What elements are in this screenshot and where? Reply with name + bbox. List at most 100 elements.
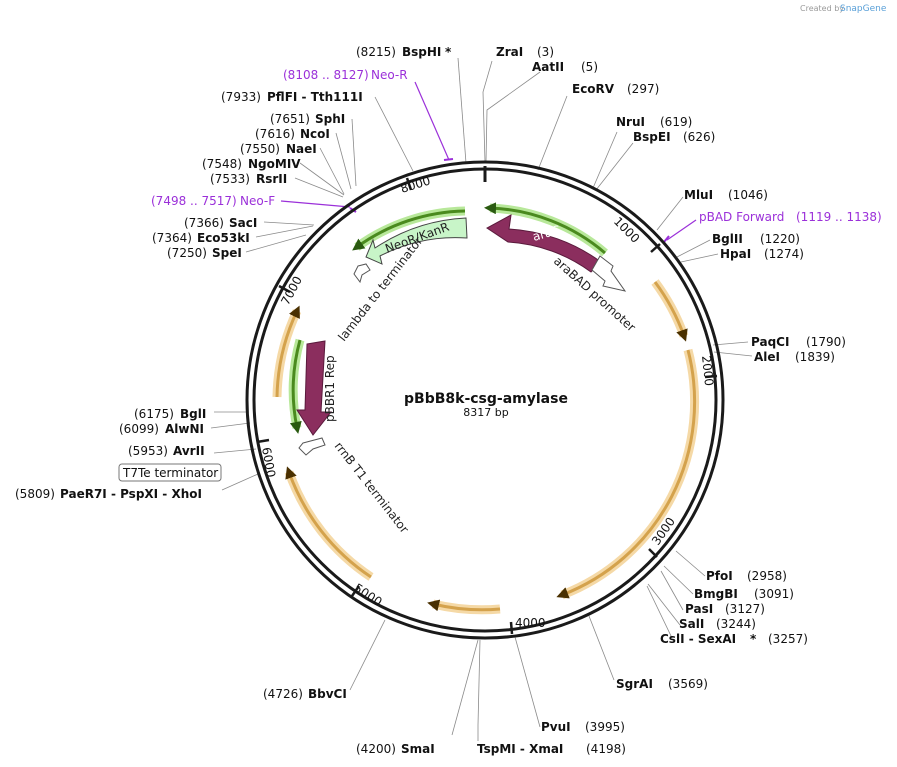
site-bbvci-name: BbvCI	[308, 687, 347, 701]
site-rsrii-pos: (7533)	[210, 172, 250, 186]
site-pflfi-pos: (7933)	[221, 90, 261, 104]
site-pfoi[interactable]: PfoI (2958)	[706, 569, 787, 583]
site-bglii-pos: (1220)	[760, 232, 800, 246]
site-rsrii[interactable]: (7533) RsrII	[210, 172, 287, 186]
site-saci-name: SacI	[229, 216, 257, 230]
site-saci[interactable]: (7366) SacI	[184, 216, 257, 230]
plasmid-size: 8317 bp	[463, 406, 508, 419]
site-bgli[interactable]: (6175) BglI	[134, 407, 206, 421]
site-eco53ki[interactable]: (7364) Eco53kI	[152, 231, 250, 245]
site-nrui[interactable]: NruI (619)	[616, 115, 692, 129]
site-saci-pos: (7366)	[184, 216, 224, 230]
site-spei-pos: (7250)	[167, 246, 207, 260]
site-bmgbi[interactable]: BmgBI (3091)	[694, 587, 794, 601]
site-zrai[interactable]: ZraI (3)	[496, 45, 554, 59]
site-mlui-name: MluI	[684, 188, 713, 202]
site-labels: (8215) BspHI * ZraI (3) AatII (5) EcoRV …	[15, 45, 846, 756]
site-bspei[interactable]: BspEI (626)	[633, 130, 715, 144]
site-mlui-pos: (1046)	[728, 188, 768, 202]
site-pvui-pos: (3995)	[585, 720, 625, 734]
site-zrai-name: ZraI	[496, 45, 523, 59]
ruler-label-5000: 5000	[351, 581, 384, 609]
site-sphi-pos: (7651)	[270, 112, 310, 126]
site-bbvci[interactable]: (4726) BbvCI	[263, 687, 347, 701]
ruler-label-6000: 6000	[259, 446, 278, 479]
primer-pbad-forward-range: (1119 .. 1138)	[796, 210, 882, 224]
arac-feature	[486, 214, 602, 273]
site-mlui[interactable]: MluI (1046)	[684, 188, 768, 202]
site-tspmi-xmai-name: TspMI - XmaI	[477, 742, 563, 756]
site-bsphi-mark: *	[445, 45, 452, 59]
green-arcs	[288, 202, 608, 434]
t7te-terminator-text: T7Te terminator	[122, 466, 218, 480]
site-pasi-pos: (3127)	[725, 602, 765, 616]
site-aatii[interactable]: AatII (5)	[532, 60, 598, 74]
site-paqci[interactable]: PaqCI (1790)	[751, 335, 846, 349]
site-zrai-pos: (3)	[537, 45, 554, 59]
rrnb-terminator-feature	[298, 437, 326, 456]
lambda-terminator-feature	[353, 263, 371, 284]
site-ngomiv[interactable]: (7548) NgoMIV	[202, 157, 301, 171]
primer-neo-r[interactable]: (8108 .. 8127) Neo-R	[283, 68, 408, 82]
site-bmgbi-name: BmgBI	[694, 587, 738, 601]
site-sali[interactable]: SalI (3244)	[679, 617, 756, 631]
site-bsphi-pos: (8215)	[356, 45, 396, 59]
primer-neo-f-range: (7498 .. 7517)	[151, 194, 237, 208]
site-spei[interactable]: (7250) SpeI	[167, 246, 242, 260]
site-smai[interactable]: (4200) SmaI	[356, 742, 435, 756]
site-ncoi[interactable]: (7616) NcoI	[255, 127, 330, 141]
site-pflfi-tth111i[interactable]: (7933) PflFI - Tth111I	[221, 90, 363, 104]
site-bsphi-name: BspHI	[402, 45, 441, 59]
site-alwni-name: AlwNI	[165, 422, 204, 436]
pbbr1-rep-label: pBBR1 Rep	[323, 355, 337, 422]
site-alei[interactable]: AleI (1839)	[754, 350, 835, 364]
site-ecorv[interactable]: EcoRV (297)	[572, 82, 659, 96]
site-ncoi-name: NcoI	[300, 127, 330, 141]
pbbr1-rep-feature	[296, 340, 333, 436]
site-paqci-pos: (1790)	[806, 335, 846, 349]
site-sphi[interactable]: (7651) SphI	[270, 112, 345, 126]
site-nrui-name: NruI	[616, 115, 645, 129]
site-bgli-name: BglI	[180, 407, 206, 421]
site-csli-sexai[interactable]: CslI - SexAI * (3257)	[660, 632, 808, 646]
site-bglii[interactable]: BglII (1220)	[712, 232, 800, 246]
ruler	[256, 177, 718, 635]
site-paer7i-pspxi-xhoi[interactable]: (5809) PaeR7I - PspXI - XhoI	[15, 487, 202, 501]
site-hpai-pos: (1274)	[764, 247, 804, 261]
site-naei[interactable]: (7550) NaeI	[240, 142, 317, 156]
site-bmgbi-pos: (3091)	[754, 587, 794, 601]
neor-kanr-feature	[365, 217, 468, 265]
site-avrii-name: AvrII	[173, 444, 205, 458]
site-ngomiv-name: NgoMIV	[248, 157, 301, 171]
rrnb-terminator-label: rrnB T1 terminator	[332, 439, 412, 536]
site-tspmi-xmai[interactable]: TspMI - XmaI (4198)	[477, 742, 626, 756]
site-alei-name: AleI	[754, 350, 780, 364]
site-hpai[interactable]: HpaI (1274)	[720, 247, 804, 261]
site-sphi-name: SphI	[315, 112, 345, 126]
site-pasi[interactable]: PasI (3127)	[685, 602, 765, 616]
snapgene-logo: SnapGene	[840, 4, 887, 14]
site-sgrai[interactable]: SgrAI (3569)	[616, 677, 708, 691]
site-naei-name: NaeI	[286, 142, 317, 156]
site-paqci-name: PaqCI	[751, 335, 789, 349]
site-avrii[interactable]: (5953) AvrII	[128, 444, 205, 458]
t7te-terminator-label[interactable]: T7Te terminator	[118, 463, 222, 482]
primer-leaders	[280, 81, 697, 241]
primer-pbad-forward[interactable]: pBAD Forward (1119 .. 1138)	[699, 210, 882, 224]
site-paer7i-name: PaeR7I - PspXI - XhoI	[60, 487, 202, 501]
primer-neo-f[interactable]: (7498 .. 7517) Neo-F	[151, 194, 275, 208]
site-bsphi[interactable]: (8215) BspHI *	[356, 45, 452, 59]
site-tspmi-xmai-pos: (4198)	[586, 742, 626, 756]
ruler-label-4000: 4000	[515, 616, 546, 630]
site-eco53ki-name: Eco53kI	[197, 231, 250, 245]
plasmid-name: pBbB8k-csg-amylase	[404, 391, 568, 407]
primer-neo-r-range: (8108 .. 8127)	[283, 68, 369, 82]
site-alei-pos: (1839)	[795, 350, 835, 364]
site-sali-pos: (3244)	[716, 617, 756, 631]
site-sali-name: SalI	[679, 617, 704, 631]
site-alwni-pos: (6099)	[119, 422, 159, 436]
site-aatii-pos: (5)	[581, 60, 598, 74]
site-paer7i-pos: (5809)	[15, 487, 55, 501]
site-pvui[interactable]: PvuI (3995)	[541, 720, 625, 734]
site-alwni[interactable]: (6099) AlwNI	[119, 422, 204, 436]
